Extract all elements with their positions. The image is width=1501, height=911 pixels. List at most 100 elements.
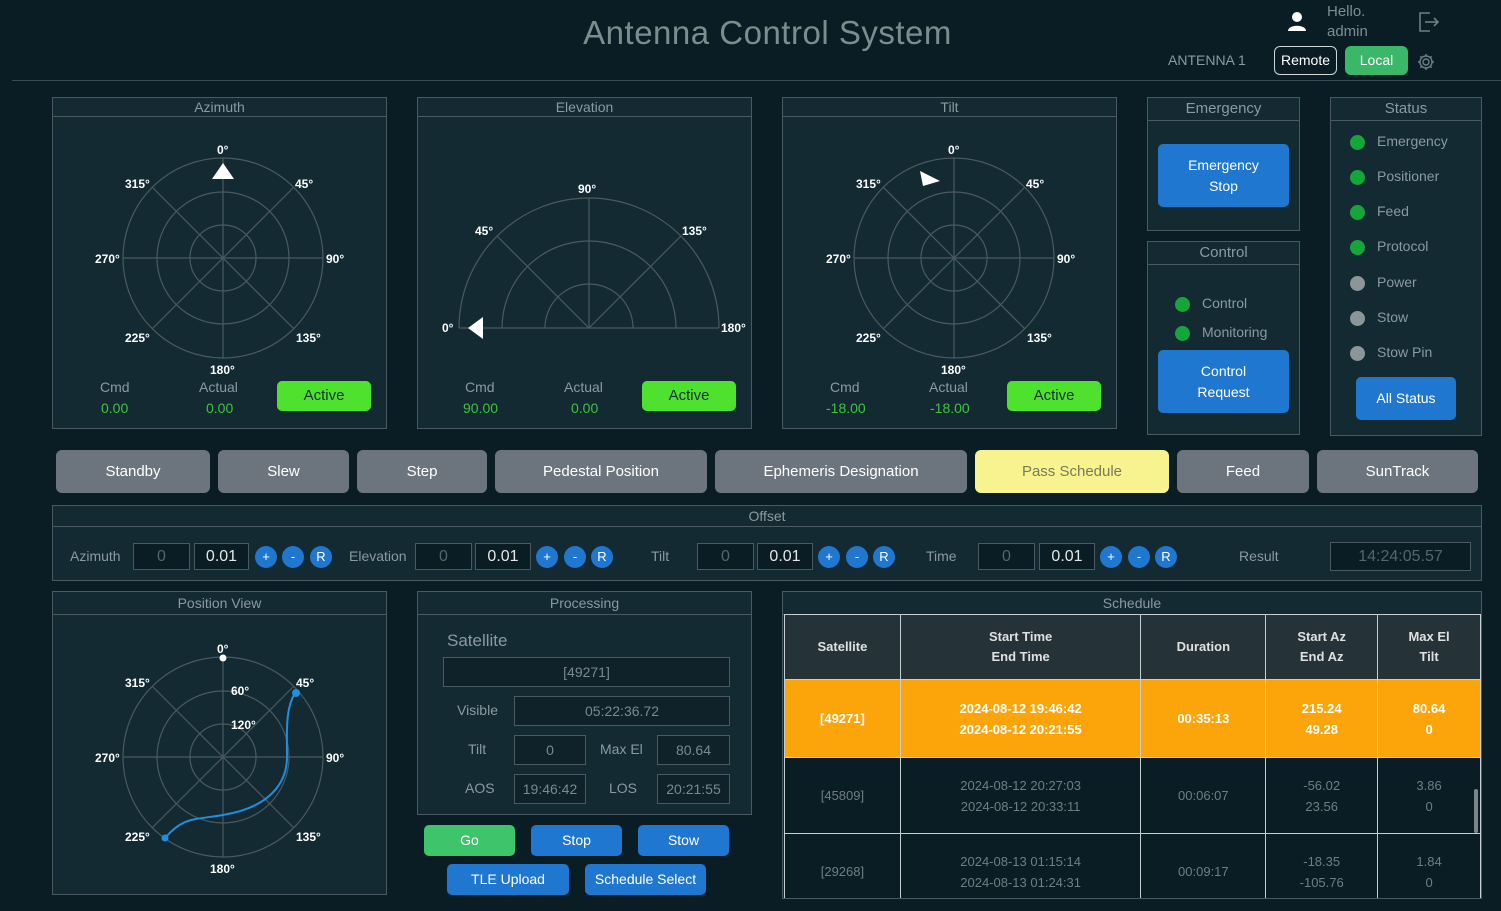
status-label-positioner: Positioner	[1377, 168, 1440, 184]
status-dot-power	[1350, 276, 1365, 291]
status-label-emergency: Emergency	[1377, 133, 1448, 149]
tilt-title: Tilt	[783, 98, 1116, 117]
go-button[interactable]: Go	[424, 825, 515, 856]
status-label-stow: Stow	[1377, 309, 1409, 325]
mode-pedestal-position-button[interactable]: Pedestal Position	[495, 450, 707, 493]
offset-time-step[interactable]: 0.01	[1039, 543, 1095, 570]
control-status-dot	[1175, 297, 1190, 312]
elevation-dial: 0° 45° 90° 135° 180°	[442, 182, 746, 339]
local-button[interactable]: Local	[1345, 46, 1408, 75]
offset-elevation-minus-button[interactable]: -	[564, 546, 586, 568]
mode-suntrack-button[interactable]: SunTrack	[1317, 450, 1478, 493]
schedule-select-button[interactable]: Schedule Select	[585, 864, 706, 895]
el-tick-0: 0°	[442, 321, 454, 335]
user-icon	[1286, 10, 1308, 32]
offset-elevation-label: Elevation	[349, 548, 407, 564]
offset-tilt-reset-button[interactable]: R	[873, 546, 895, 568]
offset-azimuth-value[interactable]: 0	[133, 543, 190, 570]
visible-field: 05:22:36.72	[514, 696, 730, 726]
mode-feed-button[interactable]: Feed	[1177, 450, 1309, 493]
tilt-field: 0	[514, 735, 586, 765]
az-cmd-label: Cmd	[100, 379, 130, 395]
maxel-label: Max El	[600, 741, 643, 757]
tilt-actual-label: Actual	[929, 379, 968, 395]
offset-elevation-plus-button[interactable]: +	[536, 546, 558, 568]
los-label: LOS	[609, 780, 638, 796]
satellite-field[interactable]: [49271]	[443, 657, 730, 687]
az-active-button[interactable]: Active	[277, 381, 371, 411]
offset-time-minus-button[interactable]: -	[1128, 546, 1150, 568]
stow-button[interactable]: Stow	[638, 825, 729, 856]
az-tick-90: 90°	[326, 252, 344, 266]
mode-step-button[interactable]: Step	[357, 450, 487, 493]
offset-azimuth-step[interactable]: 0.01	[194, 543, 249, 570]
offset-time-plus-button[interactable]: +	[1100, 546, 1122, 568]
logout-icon[interactable]	[1416, 10, 1440, 34]
status-dot-positioner	[1350, 170, 1365, 185]
tilt-tick-90: 90°	[1057, 252, 1075, 266]
el-tick-90: 90°	[578, 182, 596, 196]
offset-azimuth-plus-button[interactable]: +	[255, 546, 277, 568]
control-status-label: Control	[1202, 295, 1248, 311]
offset-tilt-step[interactable]: 0.01	[757, 543, 813, 570]
offset-azimuth-label: Azimuth	[70, 548, 121, 564]
col-header-duration[interactable]: Duration	[1140, 614, 1267, 680]
stop-button[interactable]: Stop	[531, 825, 622, 856]
offset-tilt-plus-button[interactable]: +	[818, 546, 840, 568]
offset-tilt-value[interactable]: 0	[697, 543, 754, 570]
status-label-protocol: Protocol	[1377, 238, 1429, 254]
pass-end-point	[161, 834, 169, 842]
tilt-tick-0: 0°	[948, 143, 960, 157]
offset-time-value[interactable]: 0	[978, 543, 1035, 570]
pass-start-point	[292, 689, 300, 697]
tilt-cmd-label: Cmd	[830, 379, 860, 395]
aos-field: 19:46:42	[514, 774, 586, 804]
offset-azimuth-reset-button[interactable]: R	[310, 546, 332, 568]
az-tick-135: 135°	[296, 331, 321, 345]
monitoring-status-dot	[1175, 326, 1190, 341]
tilt-dial: 0° 45° 90° 135° 180° 225° 270° 315°	[826, 143, 1075, 377]
mode-standby-button[interactable]: Standby	[56, 450, 210, 493]
offset-azimuth-minus-button[interactable]: -	[282, 546, 304, 568]
az-tick-315: 315°	[125, 177, 150, 191]
el-tick-135: 135°	[682, 224, 707, 238]
el-active-button[interactable]: Active	[642, 381, 736, 411]
offset-elevation-reset-button[interactable]: R	[591, 546, 613, 568]
pv-tick-180: 180°	[210, 862, 235, 876]
gear-icon[interactable]	[1417, 53, 1435, 71]
mode-ephemeris-designation-button[interactable]: Ephemeris Designation	[715, 450, 967, 493]
status-dot-stow-pin	[1350, 346, 1365, 361]
pv-tick-135: 135°	[296, 830, 321, 844]
offset-time-reset-button[interactable]: R	[1155, 546, 1177, 568]
status-dot-feed	[1350, 205, 1365, 220]
mode-pass-schedule-button[interactable]: Pass Schedule	[975, 450, 1169, 493]
pv-tick-315: 315°	[125, 676, 150, 690]
el-actual-label: Actual	[564, 379, 603, 395]
offset-tilt-minus-button[interactable]: -	[846, 546, 868, 568]
page-title: Antenna Control System	[583, 14, 952, 51]
maxel-field: 80.64	[657, 735, 730, 765]
col-header-satellite[interactable]: Satellite	[784, 614, 901, 680]
tilt-active-button[interactable]: Active	[1007, 381, 1101, 411]
schedule-scrollbar[interactable]	[1474, 789, 1478, 833]
offset-time-label: Time	[926, 548, 957, 564]
mode-slew-button[interactable]: Slew	[218, 450, 349, 493]
az-actual-label: Actual	[199, 379, 238, 395]
remote-button[interactable]: Remote	[1274, 46, 1337, 75]
az-tick-180: 180°	[210, 363, 235, 377]
tle-upload-button[interactable]: TLE Upload	[447, 864, 569, 895]
offset-elevation-value[interactable]: 0	[415, 543, 472, 570]
offset-elevation-step[interactable]: 0.01	[475, 543, 531, 570]
processing-panel: Processing Satellite [49271] Visible 05:…	[417, 591, 752, 815]
all-status-button[interactable]: All Status	[1356, 377, 1456, 420]
